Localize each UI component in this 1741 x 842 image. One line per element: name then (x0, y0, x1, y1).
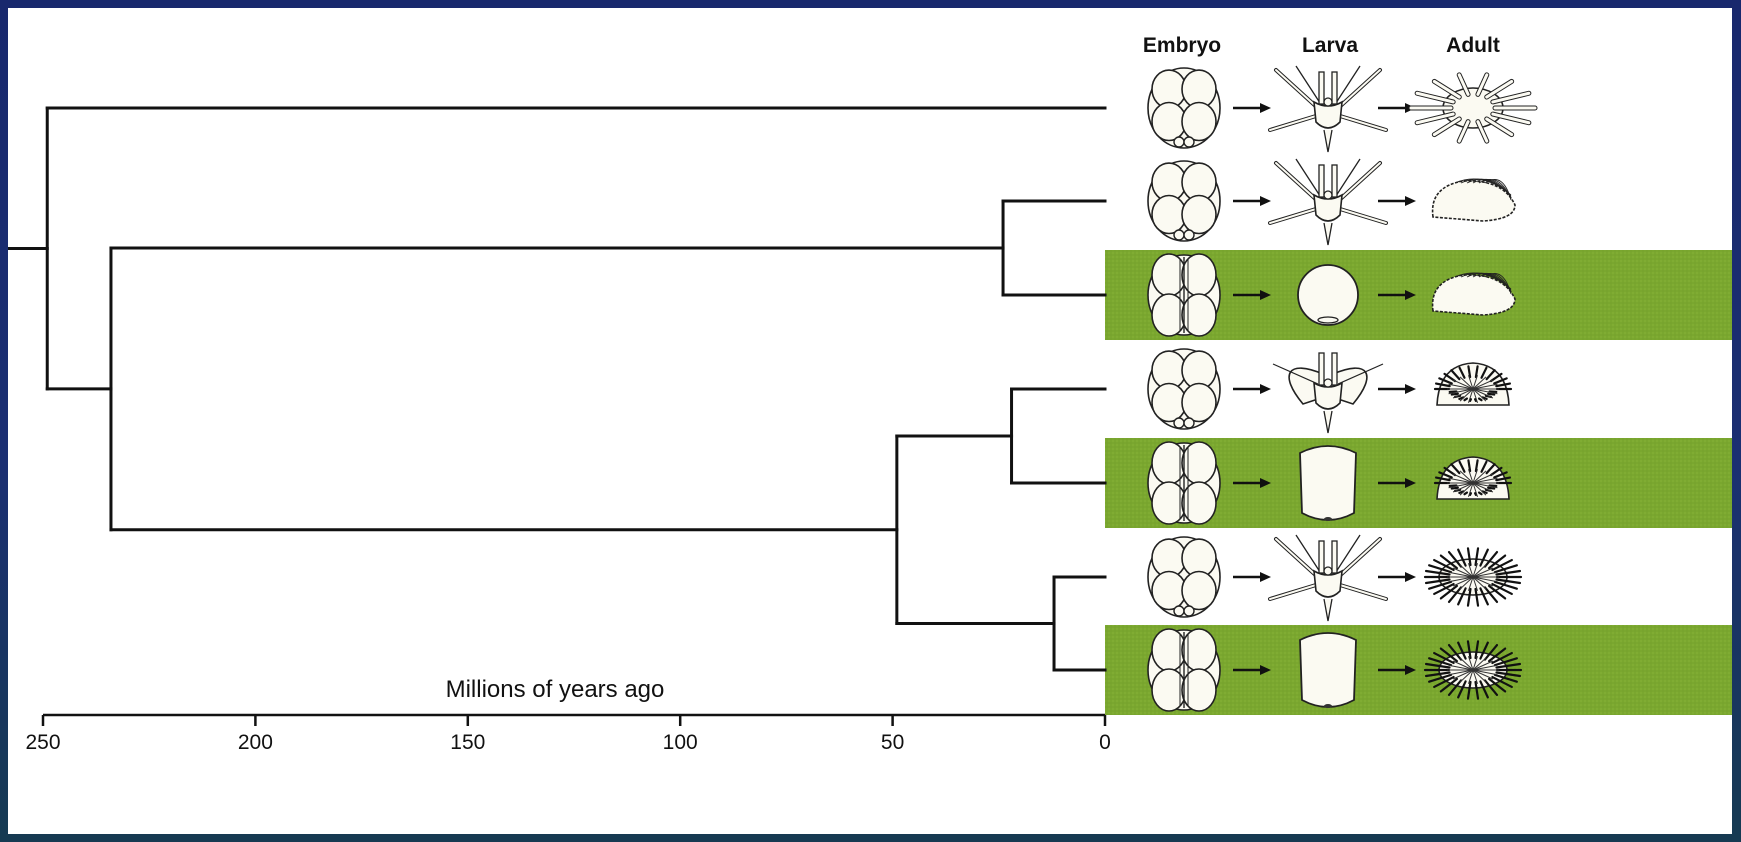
organism-row (1147, 348, 1513, 434)
embryo-icon (1147, 67, 1221, 149)
embryo-icon (1147, 628, 1221, 712)
pluteus-larva-icon (1268, 65, 1388, 153)
header-adult: Adult (1446, 34, 1500, 57)
short-spined-urchin-icon (1433, 456, 1513, 500)
axis-title: Millions of years ago (446, 676, 665, 703)
long-spined-urchin-icon (1408, 72, 1538, 144)
spiny-urchin-icon (1423, 547, 1523, 607)
heart-urchin-icon (1431, 272, 1516, 316)
organism-row (1147, 253, 1516, 337)
organism-row (1147, 158, 1516, 246)
embryo-icon (1147, 348, 1221, 430)
time-axis: Millions of years ago 250 200 150 100 50 0 (25, 676, 1110, 754)
axis-tick-label: 150 (450, 731, 485, 754)
spiny-urchin-icon (1423, 640, 1523, 700)
column-headers: Embryo Larva Adult (1143, 34, 1500, 57)
axis-tick-label: 250 (25, 731, 60, 754)
embryo-icon (1147, 536, 1221, 618)
axis-tick-label: 200 (238, 731, 273, 754)
lecithotroph-larva-icon (1297, 264, 1359, 326)
pluteus-larva-icon (1268, 158, 1388, 246)
organism-figures (1147, 65, 1538, 712)
short-spined-urchin-icon (1433, 362, 1513, 406)
pluteus-larva-icon (1268, 534, 1388, 622)
axis-tick-label: 0 (1099, 731, 1111, 754)
embryo-icon (1147, 441, 1221, 525)
axis-tick-label: 100 (663, 731, 698, 754)
organism-row (1147, 441, 1513, 525)
organism-row (1147, 65, 1538, 153)
embryo-icon (1147, 253, 1221, 337)
header-larva: Larva (1302, 34, 1358, 57)
diagram-panel: Embryo Larva Adult Millions of years ago… (8, 8, 1732, 834)
heart-urchin-icon (1431, 178, 1516, 222)
organism-row (1147, 534, 1523, 622)
lecithotroph-larva-icon (1299, 445, 1357, 521)
phylogenetic-tree (8, 106, 1107, 672)
phylogeny-diagram: Embryo Larva Adult Millions of years ago… (8, 34, 1732, 754)
organism-row (1147, 628, 1523, 712)
lecithotroph-larva-icon (1299, 632, 1357, 708)
header-embryo: Embryo (1143, 34, 1221, 57)
axis-tick-label: 50 (881, 731, 904, 754)
winged-larva-icon (1272, 352, 1384, 434)
embryo-icon (1147, 160, 1221, 242)
